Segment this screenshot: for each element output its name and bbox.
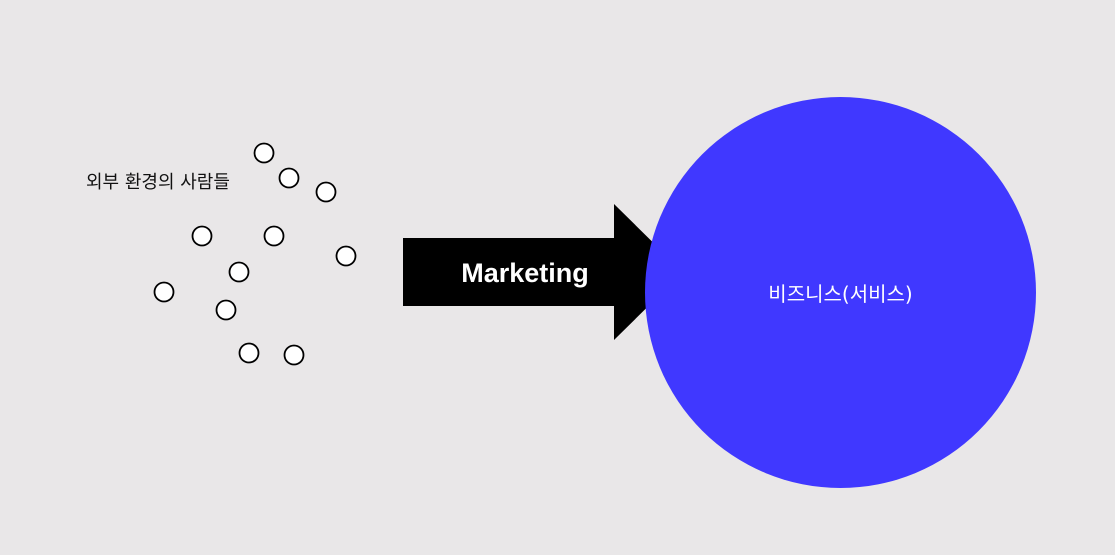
person-dot xyxy=(228,261,250,283)
person-dot xyxy=(263,225,285,247)
person-dot xyxy=(153,281,175,303)
person-dot xyxy=(283,344,305,366)
business-circle xyxy=(645,97,1036,488)
person-dot xyxy=(335,245,357,267)
business-label: 비즈니스(서비스) xyxy=(768,282,913,306)
person-dot xyxy=(253,142,275,164)
marketing-label: Marketing xyxy=(461,258,589,288)
person-dot xyxy=(215,299,237,321)
person-dot xyxy=(238,342,260,364)
person-dot xyxy=(278,167,300,189)
person-dot xyxy=(315,181,337,203)
marketing-arrow-shape xyxy=(403,204,683,340)
person-dot xyxy=(191,225,213,247)
people-outside-label: 외부 환경의 사람들 xyxy=(86,172,230,193)
